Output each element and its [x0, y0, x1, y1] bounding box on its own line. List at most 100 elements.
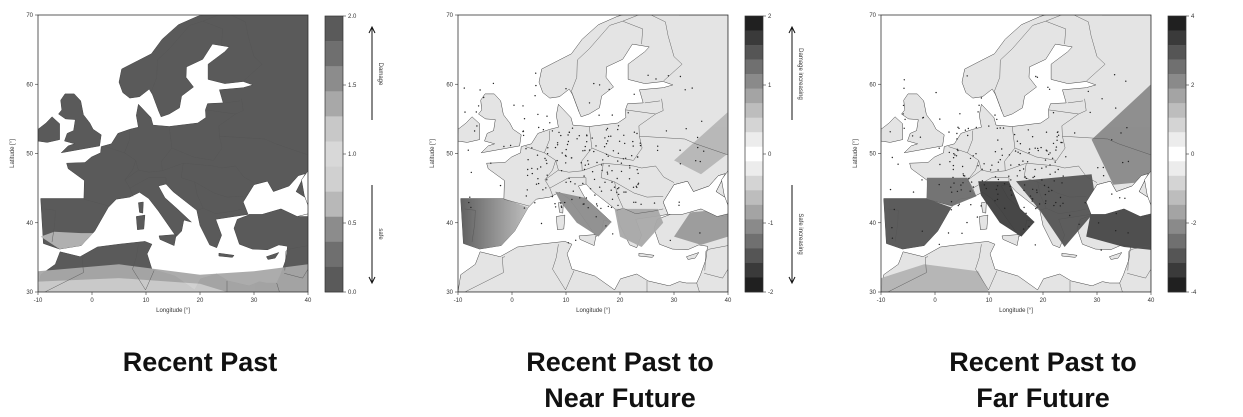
station-point	[891, 227, 893, 229]
y-tick-label: 70	[26, 13, 33, 19]
station-point	[509, 144, 512, 147]
station-point	[587, 207, 589, 209]
station-point	[623, 134, 625, 136]
station-point	[522, 105, 524, 107]
station-point	[567, 134, 569, 136]
colorbar-band	[1168, 262, 1186, 278]
station-point	[587, 160, 589, 162]
station-point	[560, 170, 563, 172]
y-tick-label: 50	[26, 152, 33, 158]
station-point	[939, 163, 941, 166]
station-point	[1031, 198, 1033, 200]
station-point	[1125, 80, 1127, 82]
arrow-up-head	[788, 25, 796, 34]
station-point	[624, 142, 626, 145]
station-point	[989, 169, 992, 171]
station-point	[1126, 127, 1128, 129]
y-axis-label: Latitude [°]	[10, 139, 16, 168]
colorbar-band	[1168, 175, 1186, 191]
colorbar-band	[1168, 219, 1186, 235]
station-point	[582, 182, 584, 185]
country-border	[967, 130, 974, 153]
station-point	[537, 182, 540, 185]
station-point	[574, 183, 576, 185]
station-point	[996, 118, 998, 121]
station-point	[1049, 152, 1051, 154]
colorbar-tick-label: 0.0	[348, 290, 357, 296]
station-point	[978, 104, 980, 107]
station-point	[566, 143, 569, 146]
landmass-crete	[218, 252, 235, 258]
station-point	[1102, 175, 1105, 177]
station-point	[1124, 197, 1126, 199]
station-point	[1115, 107, 1117, 109]
colorbar-band	[325, 191, 343, 218]
station-point	[560, 134, 562, 137]
station-point	[985, 187, 987, 190]
station-point	[551, 130, 554, 132]
hazard-shading	[460, 111, 728, 250]
station-point	[1051, 157, 1054, 159]
colorbar-tick-label: -1	[768, 221, 774, 227]
station-point	[605, 129, 608, 131]
station-point	[620, 162, 623, 164]
station-point	[967, 127, 969, 130]
station-point	[897, 163, 899, 165]
station-point	[607, 135, 610, 138]
station-point	[966, 221, 968, 224]
landmass-gb	[58, 93, 102, 154]
colorbar-band	[745, 30, 763, 46]
station-point	[554, 203, 556, 205]
station-point	[636, 169, 638, 171]
station-point	[1045, 166, 1047, 168]
station-point	[972, 155, 974, 157]
station-point	[593, 178, 596, 181]
station-point	[952, 164, 955, 167]
country-border	[1039, 207, 1087, 214]
station-point	[479, 89, 481, 91]
station-point	[1022, 168, 1025, 170]
station-point	[637, 182, 640, 184]
station-point	[952, 176, 954, 179]
station-point	[610, 206, 613, 209]
map-area	[38, 15, 308, 292]
station-point	[560, 206, 563, 209]
station-point	[499, 184, 502, 187]
station-point	[536, 154, 539, 156]
change-zone-italy	[978, 181, 1035, 237]
sea-layer	[242, 170, 308, 217]
station-point	[903, 127, 905, 129]
country-border	[44, 256, 86, 292]
country-border	[1119, 282, 1123, 292]
colorbar-band	[745, 190, 763, 206]
station-point	[580, 162, 582, 164]
station-point	[1022, 228, 1025, 230]
country-border	[1061, 98, 1087, 126]
landmass-sicily	[1001, 234, 1020, 246]
caption-line: Recent Past to	[526, 347, 714, 377]
station-point	[522, 134, 525, 137]
station-point	[611, 170, 613, 172]
station-point	[540, 166, 542, 168]
country-border	[1014, 125, 1066, 161]
station-point	[1061, 141, 1063, 144]
station-point	[526, 174, 529, 177]
station-point	[951, 191, 953, 193]
colorbar-band	[1168, 30, 1186, 46]
station-point	[588, 149, 591, 151]
x-tick-label: 0	[933, 298, 937, 304]
station-point	[1054, 161, 1056, 163]
station-point	[596, 161, 598, 164]
station-point	[679, 75, 682, 78]
station-point	[1038, 203, 1041, 205]
station-point	[617, 188, 619, 190]
station-point	[565, 162, 567, 164]
station-point	[572, 190, 574, 192]
station-point	[991, 164, 993, 166]
station-point	[632, 145, 634, 147]
station-point	[1028, 148, 1031, 150]
colorbar-band	[1168, 16, 1186, 31]
safer-zone-south	[38, 278, 227, 292]
